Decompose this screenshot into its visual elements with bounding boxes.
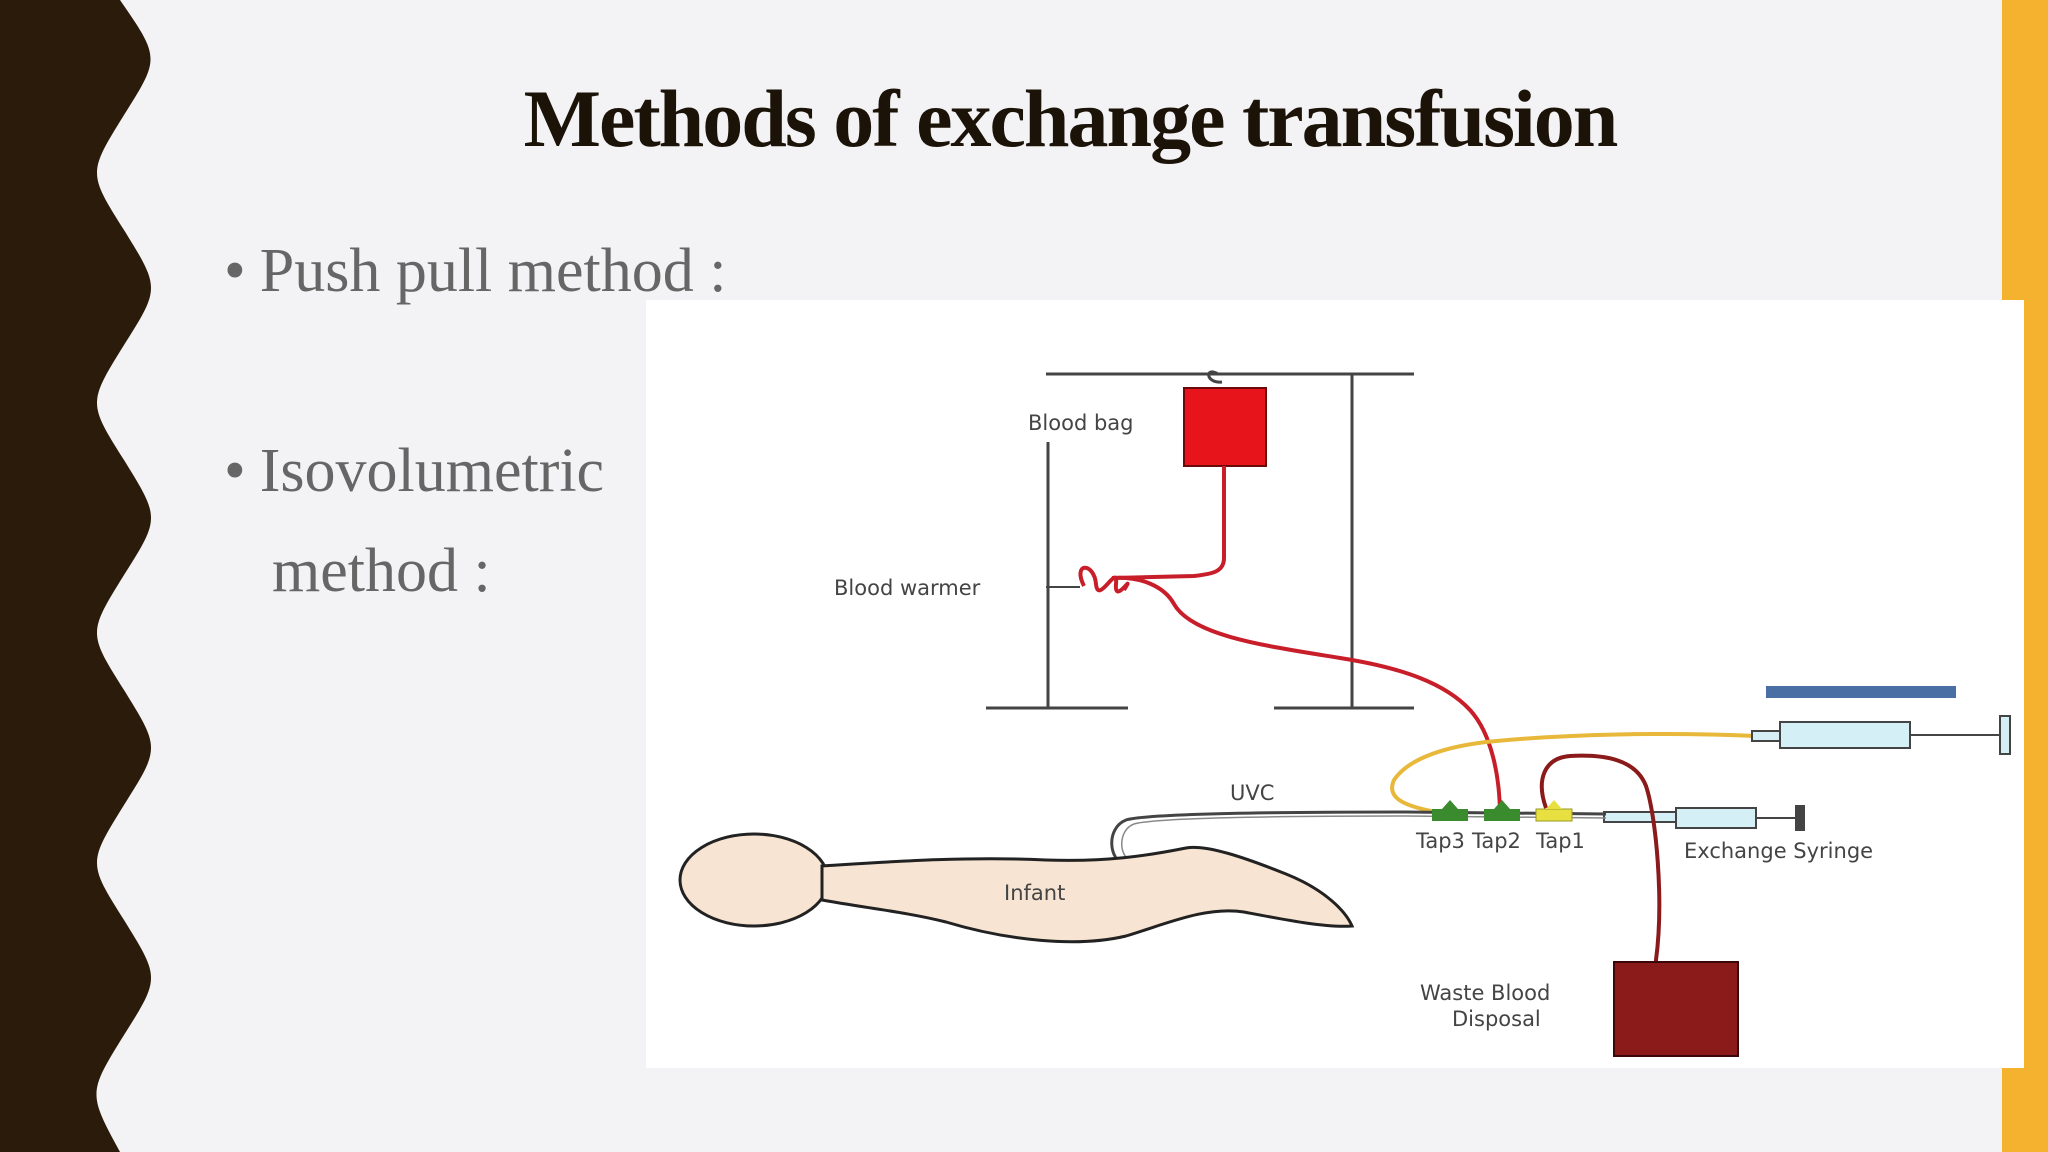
tap2-label: Tap2 bbox=[1471, 829, 1521, 853]
slide-title: Methods of exchange transfusion bbox=[523, 73, 1619, 164]
bullet-push-pull: •Push pull method : bbox=[224, 236, 726, 307]
tap1-label: Tap1 bbox=[1535, 829, 1585, 853]
exchange-syringe-label: Exchange Syringe bbox=[1684, 839, 1873, 863]
diagram-canvas: Blood bag Blood warmer Exchange Syringe … bbox=[678, 370, 2011, 1057]
tap3 bbox=[1432, 800, 1468, 821]
bullet-isovolumetric-continuation: method : bbox=[272, 537, 491, 605]
tap1 bbox=[1535, 800, 1573, 822]
albumin-line bbox=[1390, 732, 1757, 814]
donor-blood-line bbox=[1111, 466, 1226, 580]
albumin-label-bar bbox=[1766, 686, 1956, 698]
bullet-text: Push pull method : bbox=[259, 237, 727, 305]
bullet-text: Isovolumetric bbox=[259, 437, 605, 505]
left-wavy-band bbox=[0, 0, 151, 1152]
warmer-coil bbox=[1078, 565, 1130, 594]
infant-figure bbox=[678, 832, 1355, 944]
waste-line bbox=[1540, 753, 1662, 976]
exchange-syringe bbox=[1603, 805, 1805, 831]
blood-warmer-label: Blood warmer bbox=[834, 576, 981, 600]
uvc-catheter bbox=[1110, 810, 1607, 868]
infant-label: Infant bbox=[1004, 881, 1065, 905]
albumin-syringe bbox=[1751, 715, 2011, 755]
exchange-transfusion-diagram: Blood bag Blood warmer Exchange Syringe … bbox=[646, 300, 2024, 1068]
iv-stand bbox=[986, 370, 1414, 710]
bullet-marker: • bbox=[224, 237, 246, 305]
bullet-isovolumetric: •Isovolumetric bbox=[224, 436, 604, 507]
waste-label-line1: Waste Blood bbox=[1420, 981, 1550, 1005]
blood-bag bbox=[1183, 387, 1267, 467]
waste-container bbox=[1613, 961, 1739, 1057]
uvc-label: UVC bbox=[1230, 781, 1274, 805]
tap3-label: Tap3 bbox=[1415, 829, 1465, 853]
blood-bag-label: Blood bag bbox=[1028, 411, 1133, 435]
waste-label-line2: Disposal bbox=[1452, 1007, 1541, 1031]
warmed-blood-line bbox=[1111, 575, 1502, 817]
bullet-marker: • bbox=[224, 437, 246, 505]
tap2 bbox=[1484, 800, 1520, 821]
uvc-catheter-inner bbox=[1121, 815, 1607, 863]
